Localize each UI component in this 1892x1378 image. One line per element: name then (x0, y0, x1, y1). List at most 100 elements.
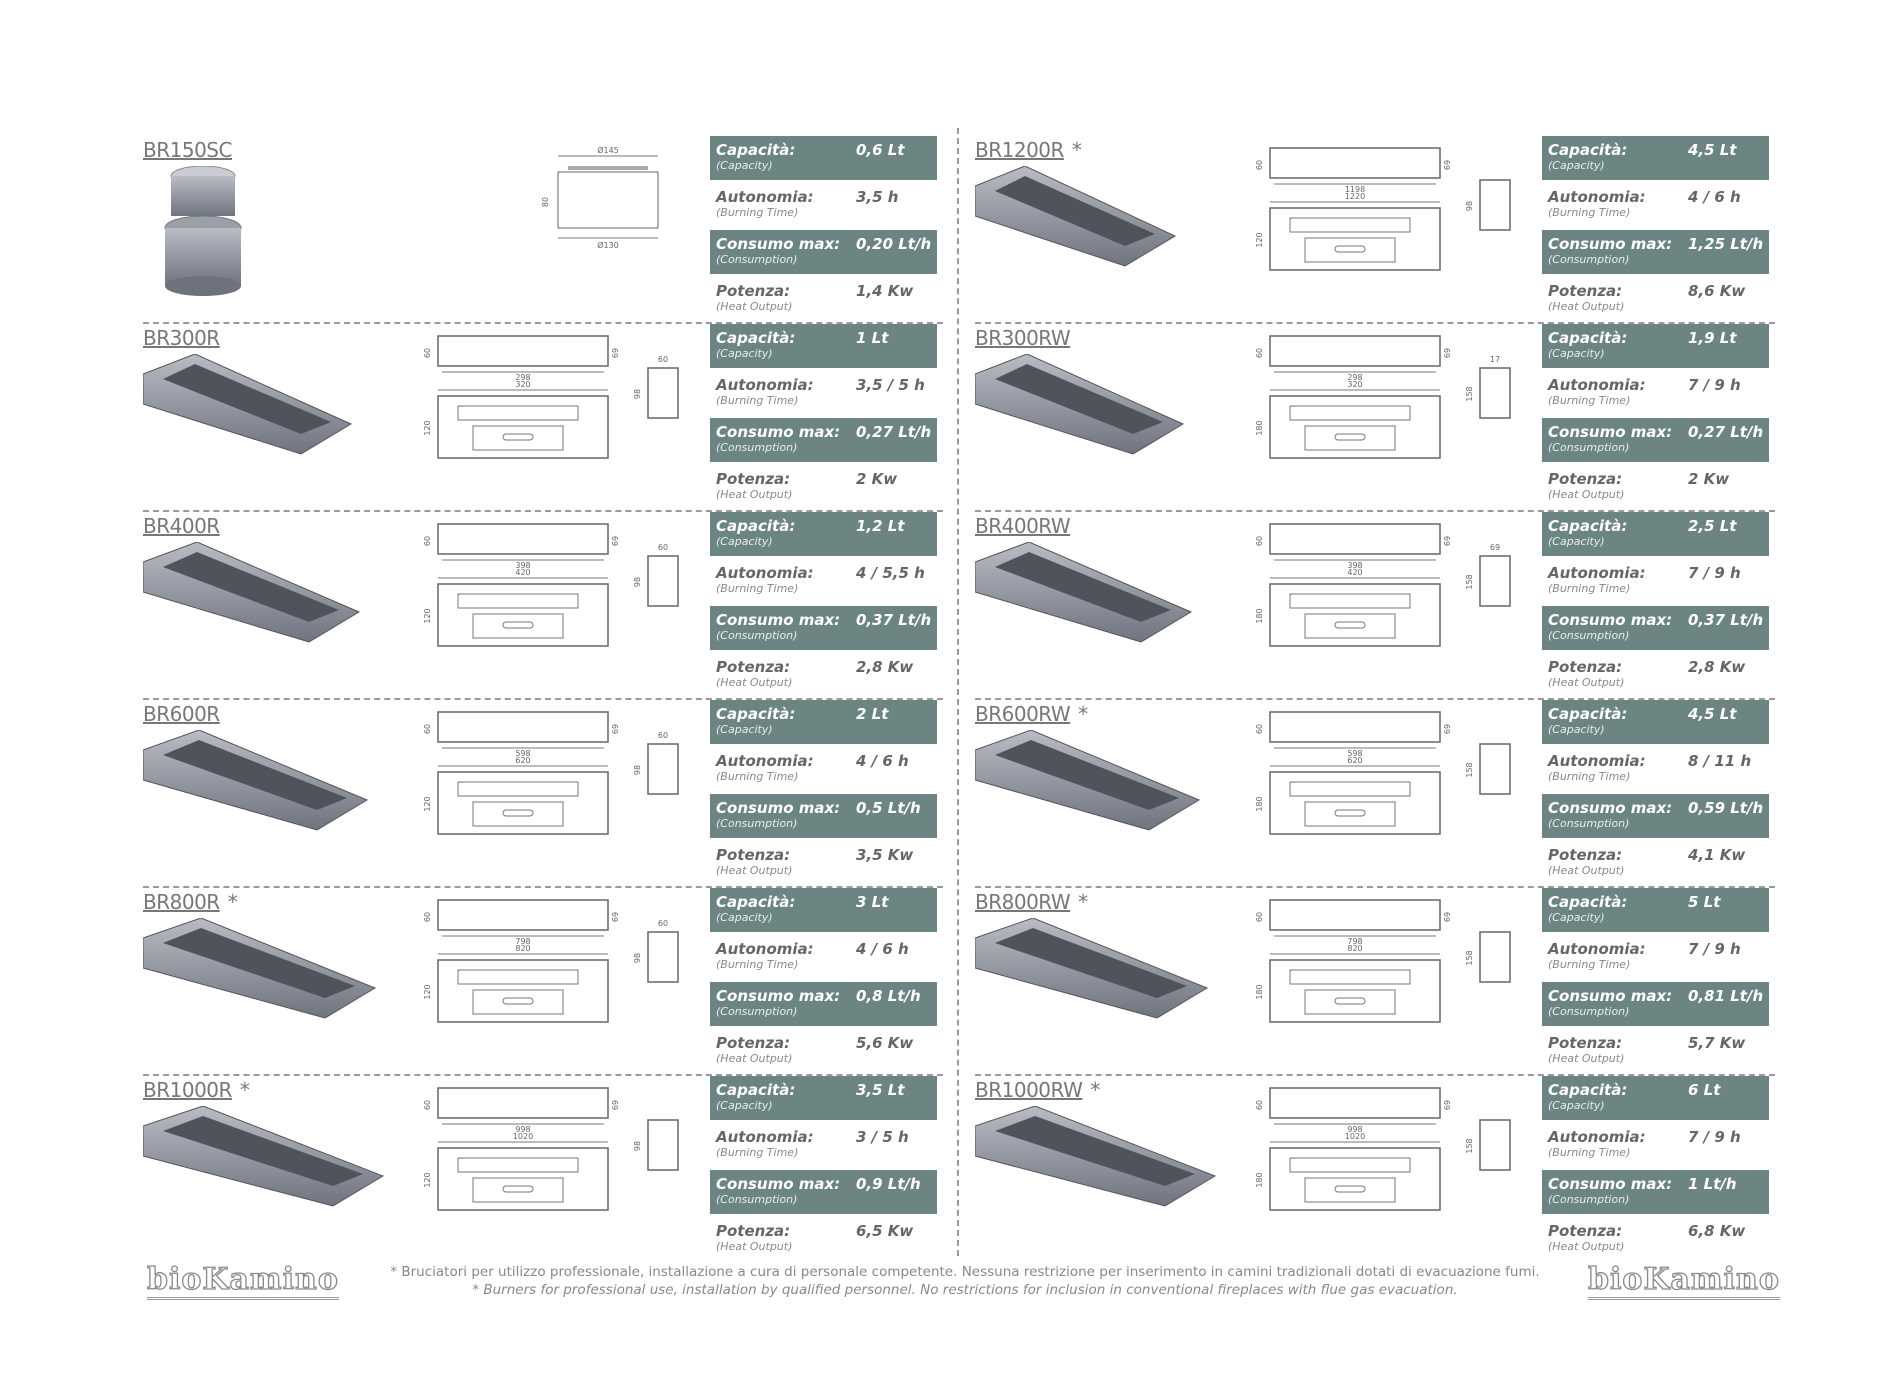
professional-asterisk: * (1090, 1078, 1100, 1102)
dim-depth: 180 (1255, 608, 1264, 623)
spec-value: 1,4 Kw (856, 282, 914, 300)
dim-outer-length: 620 (1347, 756, 1362, 765)
dim-right-height: 69 (1443, 160, 1452, 170)
dim-height: 60 (1255, 536, 1264, 546)
dim-inner-length: 598 (515, 749, 530, 758)
dim-depth: 180 (1255, 1172, 1264, 1187)
model-code: BR1200R (975, 138, 1064, 162)
spec-power: Potenza:(Heat Output)5,7 Kw (1542, 1029, 1769, 1073)
spec-capacity: Capacità:(Capacity)4,5 Lt (1542, 136, 1769, 180)
spec-label: Potenza: (716, 658, 791, 676)
spec-label: Capacità: (716, 329, 796, 347)
spec-power: Potenza:(Heat Output)2 Kw (1542, 465, 1769, 509)
dim-side-width: 60 (658, 731, 668, 740)
spec-label-en: (Capacity) (1548, 1099, 1605, 1112)
spec-value: 4 / 6 h (856, 940, 909, 958)
spec-value: 2,5 Lt (1688, 517, 1737, 535)
spec-consumption: Consumo max:(Consumption)1 Lt/h (1542, 1170, 1769, 1214)
spec-label-en: (Consumption) (1548, 629, 1630, 642)
spec-label-en: (Burning Time) (1548, 958, 1631, 971)
spec-label-en: (Burning Time) (716, 582, 799, 595)
dim-outer-length: 820 (515, 944, 530, 953)
spec-power: Potenza:(Heat Output)6,8 Kw (1542, 1217, 1769, 1261)
model-name: BR1200R* (975, 138, 1082, 162)
model-name: BR300R (143, 326, 228, 350)
spec-consumption: Consumo max:(Consumption)0,5 Lt/h (710, 794, 937, 838)
dim-inner-length: 398 (515, 561, 530, 570)
dim-side-width: 60 (658, 355, 668, 364)
spec-value: 0,20 Lt/h (856, 235, 932, 253)
dim-inner-length: 298 (1347, 373, 1362, 382)
product-photo (975, 542, 1193, 643)
spec-label: Consumo max: (716, 611, 841, 629)
spec-label-en: (Consumption) (716, 1193, 798, 1206)
dim-outer-length: 620 (515, 756, 530, 765)
dim-side-width: 60 (658, 543, 668, 552)
dim-depth: 120 (423, 608, 432, 623)
dim-side-height: 98 (633, 577, 642, 587)
spec-capacity: Capacità:(Capacity)1,2 Lt (710, 512, 937, 556)
spec-value: 6 Lt (1688, 1081, 1721, 1099)
spec-label: Consumo max: (1548, 235, 1673, 253)
dim-right-height: 69 (1443, 912, 1452, 922)
spec-value: 1 Lt (856, 329, 889, 347)
spec-label-en: (Capacity) (716, 535, 773, 548)
dim-side-height: 158 (1465, 1138, 1474, 1153)
product-photo (975, 918, 1209, 1019)
spec-capacity: Capacità:(Capacity)4,5 Lt (1542, 700, 1769, 744)
spec-label: Autonomia: (716, 752, 814, 770)
spec-value: 2 Lt (856, 705, 889, 723)
spec-label-en: (Capacity) (1548, 911, 1605, 924)
spec-value: 0,59 Lt/h (1688, 799, 1764, 817)
spec-label: Consumo max: (1548, 987, 1673, 1005)
spec-consumption: Consumo max:(Consumption)0,37 Lt/h (710, 606, 937, 650)
dim-depth: 120 (423, 1172, 432, 1187)
spec-value: 7 / 9 h (1688, 1128, 1741, 1146)
product-photo (975, 730, 1201, 831)
spec-power: Potenza:(Heat Output)5,6 Kw (710, 1029, 937, 1073)
spec-label: Autonomia: (716, 940, 814, 958)
spec-label: Autonomia: (1548, 188, 1646, 206)
product-photo (143, 1106, 385, 1207)
product-photo (975, 354, 1185, 455)
spec-label: Capacità: (1548, 141, 1628, 159)
spec-power: Potenza:(Heat Output)2,8 Kw (1542, 653, 1769, 697)
spec-label-en: (Heat Output) (716, 1052, 793, 1065)
spec-value: 0,81 Lt/h (1688, 987, 1764, 1005)
spec-label-en: (Consumption) (716, 1005, 798, 1018)
model-name: BR600R (143, 702, 228, 726)
spec-capacity: Capacità:(Capacity)1,9 Lt (1542, 324, 1769, 368)
dim-outer-length: 1020 (513, 1132, 533, 1141)
spec-label: Autonomia: (716, 376, 814, 394)
spec-label-en: (Heat Output) (1548, 1240, 1625, 1253)
spec-value: 3,5 h (856, 188, 899, 206)
spec-label-en: (Capacity) (716, 159, 773, 172)
spec-capacity: Capacità:(Capacity)2,5 Lt (1542, 512, 1769, 556)
dim-right-height: 69 (611, 724, 620, 734)
spec-label: Capacità: (716, 1081, 796, 1099)
dim-right-height: 69 (611, 536, 620, 546)
model-name: BR300RW (975, 326, 1078, 350)
spec-label-en: (Capacity) (1548, 159, 1605, 172)
dim-height: 60 (423, 912, 432, 922)
dim-top-diameter: Ø145 (597, 145, 619, 155)
spec-value: 7 / 9 h (1688, 376, 1741, 394)
spec-value: 2 Kw (856, 470, 898, 488)
spec-power: Potenza:(Heat Output)1,4 Kw (710, 277, 937, 321)
model-name: BR400R (143, 514, 228, 538)
dim-right-height: 69 (611, 912, 620, 922)
dim-side-height: 158 (1465, 386, 1474, 401)
spec-value: 0,6 Lt (856, 141, 905, 159)
spec-label-en: (Consumption) (1548, 253, 1630, 266)
model-code: BR1000R (143, 1078, 232, 1102)
spec-label: Consumo max: (716, 987, 841, 1005)
spec-label-en: (Heat Output) (716, 676, 793, 689)
